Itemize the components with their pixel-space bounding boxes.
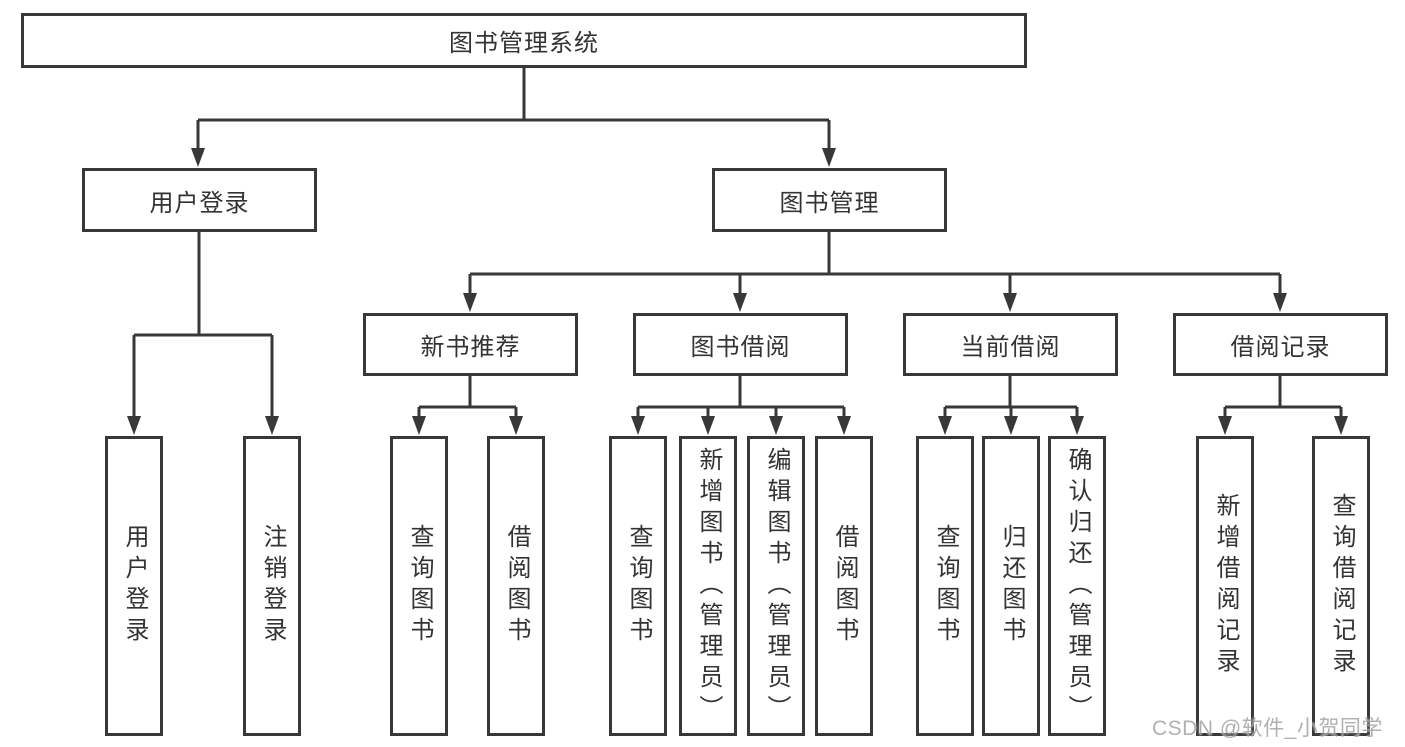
node-label: 新增借阅记录 xyxy=(1212,493,1239,679)
leaf-query-borrow-record: 查询借阅记录 xyxy=(1312,436,1370,736)
leaf-add-book-admin: 新增图书（管理员） xyxy=(679,436,737,736)
node-label: 注销登录 xyxy=(259,524,286,648)
leaf-query-books-3: 查询图书 xyxy=(916,436,974,736)
node-label: 查询图书 xyxy=(625,524,652,648)
node-new-book-recommendation: 新书推荐 xyxy=(363,313,578,376)
node-label: 图书管理 xyxy=(779,189,880,217)
csdn-watermark: CSDN @软件_小贺同学 xyxy=(1152,717,1383,740)
node-label: 查询图书 xyxy=(932,524,959,648)
node-label: 用户登录 xyxy=(121,524,148,648)
leaf-borrow-books-1: 借阅图书 xyxy=(487,436,545,736)
leaf-add-borrow-record: 新增借阅记录 xyxy=(1196,436,1254,736)
node-label: 新增图书（管理员） xyxy=(695,446,722,726)
node-library-management-system: 图书管理系统 xyxy=(21,13,1027,68)
node-label: 用户登录 xyxy=(149,189,250,217)
node-label: 归还图书 xyxy=(998,524,1025,648)
node-label: 借阅图书 xyxy=(831,524,858,648)
node-current-borrowing: 当前借阅 xyxy=(903,313,1118,376)
node-borrowing-records: 借阅记录 xyxy=(1173,313,1388,376)
leaf-query-books-1: 查询图书 xyxy=(390,436,448,736)
node-label: 借阅记录 xyxy=(1230,334,1331,361)
leaf-logout: 注销登录 xyxy=(243,436,301,736)
leaf-return-books: 归还图书 xyxy=(982,436,1040,736)
leaf-query-books-2: 查询图书 xyxy=(609,436,667,736)
node-book-borrowing: 图书借阅 xyxy=(633,313,848,376)
node-label: 编辑图书（管理员） xyxy=(763,446,790,726)
node-label: 借阅图书 xyxy=(503,524,530,648)
node-book-management: 图书管理 xyxy=(712,168,947,232)
arrowhead-icons xyxy=(127,148,1348,435)
leaf-confirm-return-admin: 确认归还（管理员） xyxy=(1048,436,1106,736)
node-label: 查询图书 xyxy=(406,524,433,648)
node-label: 图书管理系统 xyxy=(449,30,599,57)
node-label: 图书借阅 xyxy=(690,334,791,361)
leaf-edit-book-admin: 编辑图书（管理员） xyxy=(747,436,805,736)
leaf-borrow-books-2: 借阅图书 xyxy=(815,436,873,736)
node-label: 当前借阅 xyxy=(960,334,1061,361)
node-user-login: 用户登录 xyxy=(82,168,317,232)
leaf-user-login: 用户登录 xyxy=(105,436,163,736)
node-label: 查询借阅记录 xyxy=(1328,493,1355,679)
node-label: 确认归还（管理员） xyxy=(1064,446,1091,726)
node-label: 新书推荐 xyxy=(420,334,521,361)
